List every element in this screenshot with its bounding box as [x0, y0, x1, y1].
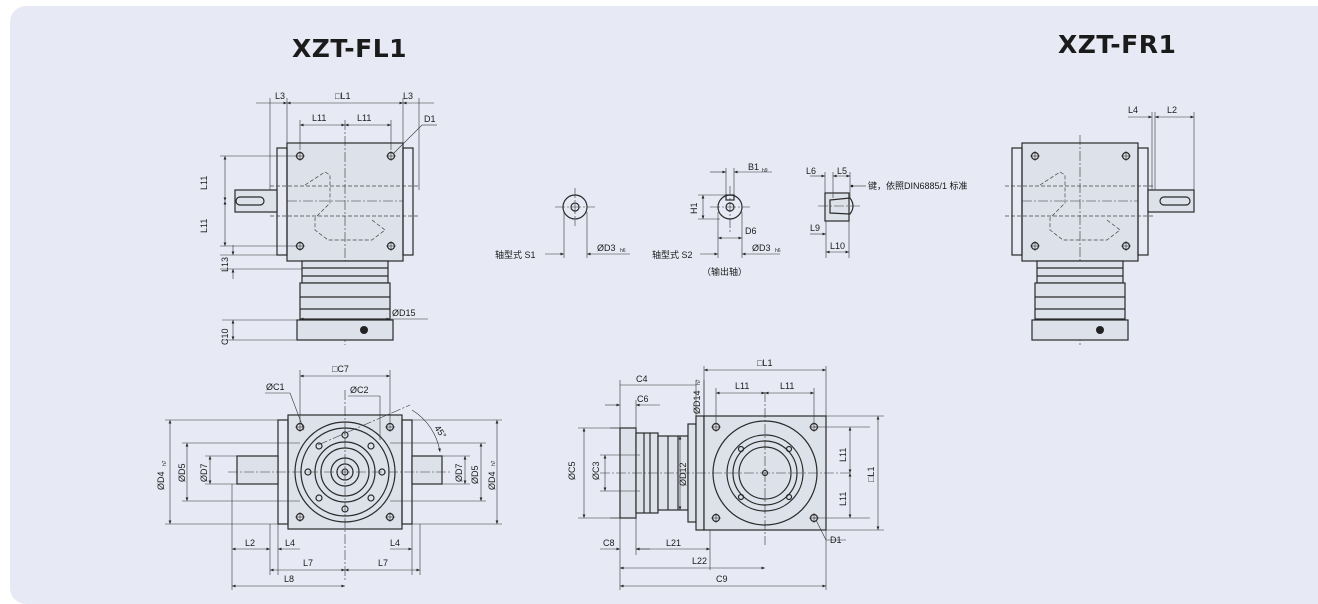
dim-l3-right: L3 [403, 91, 413, 101]
fl1-side-dims: L3 □L1 L3 L11 L11 D1 L11 L11 L13 C10 ØD1… [199, 91, 437, 345]
dim-l4-fr1: L4 [1128, 105, 1138, 115]
label-shaft-s1: 轴型式 S1 [495, 249, 536, 260]
dim-l4-fl1-left: L4 [285, 538, 295, 548]
dim-od3-s2: ØD3 [752, 243, 771, 253]
dim-od15: ØD15 [392, 308, 416, 318]
dim-l7-right: L7 [378, 558, 388, 568]
dim-sq-l1: □L1 [335, 91, 350, 101]
dim-l22: L22 [692, 556, 707, 566]
fr1-side-dims: L4 L2 [1128, 105, 1195, 190]
fr1-elevation-view [600, 392, 850, 545]
dim-od5-left: ØD5 [177, 463, 187, 482]
tol-h7-od4-left: h7 [162, 460, 168, 466]
dim-c6: C6 [637, 394, 649, 404]
dim-l21: L21 [666, 538, 681, 548]
dim-h1: H1 [689, 202, 699, 214]
dim-l6: L6 [806, 166, 816, 176]
shaft-type-s2: B1 h9 H1 D6 轴型式 S2 ØD3 h6 （输出轴） [652, 162, 781, 277]
title-xzt-fl1: XZT-FL1 [292, 34, 408, 63]
dim-d1: D1 [424, 114, 436, 124]
dim-l4-fl1-right: L4 [390, 538, 400, 548]
dim-od4-left: ØD4 [156, 471, 166, 490]
dim-l7-left: L7 [303, 558, 313, 568]
dim-c4: C4 [636, 374, 648, 384]
dim-l5: L5 [837, 166, 847, 176]
dim-l13: L13 [220, 257, 230, 272]
dim-od4-right: ØD4 [487, 471, 497, 490]
fr1-side-view [1005, 135, 1195, 345]
dim-l8: L8 [284, 574, 294, 584]
dim-d1-bottom: D1 [830, 535, 842, 545]
dim-sq-c7: □C7 [332, 364, 349, 374]
title-xzt-fr1: XZT-FR1 [1058, 30, 1177, 59]
fl1-front-view [228, 390, 450, 580]
tol-h6-s1: h6 [620, 248, 626, 254]
dim-l11-v2: L11 [199, 219, 209, 233]
dim-oc2: ØC2 [350, 385, 369, 395]
dim-oc5: ØC5 [567, 461, 577, 480]
dim-c10: C10 [220, 328, 230, 345]
label-shaft-s2: 轴型式 S2 [652, 249, 693, 260]
dim-od3-s1: ØD3 [597, 243, 616, 253]
dim-oc1: ØC1 [266, 382, 285, 392]
dim-od5-right: ØD5 [470, 465, 480, 484]
tol-h7-od4-right: h7 [491, 460, 497, 466]
dim-l10: L10 [830, 241, 845, 251]
dim-oc3: ØC3 [591, 461, 601, 480]
label-output-shaft: （输出轴） [702, 266, 747, 277]
key-detail: L6 L5 键，依照DIN6885/1 标准 L9 L10 [806, 166, 968, 258]
dim-od7-right: ØD7 [454, 463, 464, 482]
tol-h6-s2: h6 [775, 248, 781, 254]
dim-d6: D6 [745, 226, 757, 236]
dim-c9: C9 [716, 574, 728, 584]
label-key-note: 键，依照DIN6885/1 标准 [868, 180, 968, 191]
dim-sq-l1-vertical: □L1 [866, 467, 876, 482]
shaft-type-s1: 轴型式 S1 ØD3 h6 [495, 188, 630, 260]
dim-angle-45: 45° [432, 423, 448, 440]
dim-l9: L9 [810, 223, 820, 233]
dim-l2-fl1: L2 [245, 538, 255, 548]
dim-od14: ØD14 [692, 390, 702, 414]
dim-l11-bottom-a: L11 [735, 381, 749, 391]
dim-l11-bottom-v1: L11 [838, 448, 848, 462]
tol-h9: h9 [762, 168, 768, 174]
fl1-side-view [234, 120, 420, 345]
dim-l11-b: L11 [357, 113, 371, 123]
dim-c8: C8 [603, 538, 615, 548]
dim-b1: B1 [748, 162, 759, 172]
dim-l11-bottom-b: L11 [780, 381, 794, 391]
dim-l3-left: L3 [275, 91, 285, 101]
dim-l11-a: L11 [312, 113, 326, 123]
dim-sq-l1-bottom: □L1 [757, 358, 772, 368]
dim-l11-bottom-v2: L11 [838, 492, 848, 506]
dim-l2-fr1: L2 [1167, 105, 1177, 115]
fr1-elevation-dims: □L1 L11 L11 L11 L11 □L1 D1 ØC5 ØC3 ØD12 [567, 358, 884, 590]
dim-l11-v1: L11 [199, 176, 209, 190]
dim-od12: ØD12 [678, 462, 688, 486]
tol-h7-od14: h7 [696, 379, 702, 385]
dim-od7-left: ØD7 [199, 463, 209, 482]
